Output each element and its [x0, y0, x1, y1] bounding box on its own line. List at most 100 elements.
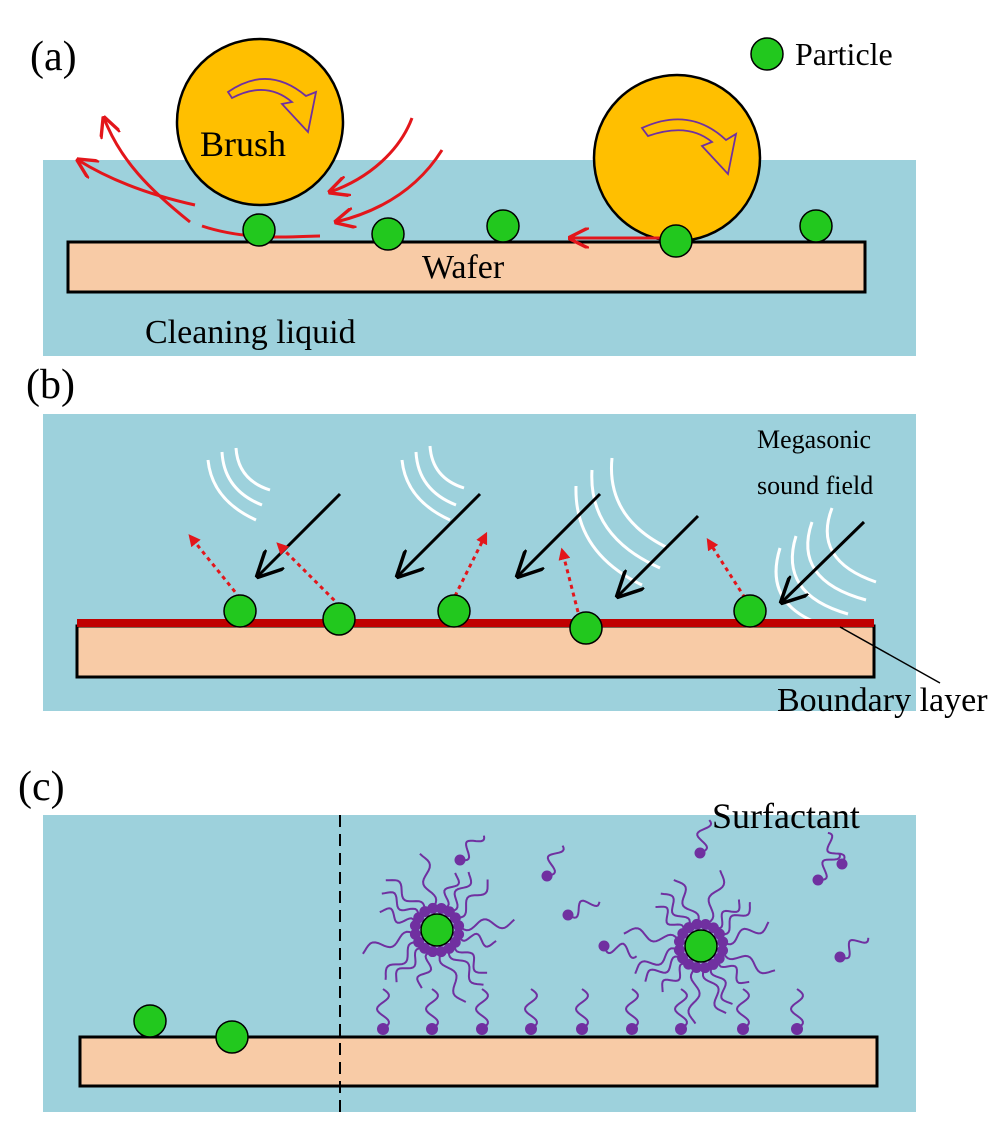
surfactant-tail [375, 988, 390, 1030]
surfactant-tail [458, 918, 515, 932]
surfactant-tail [523, 988, 538, 1030]
surfactant-tail [661, 962, 689, 993]
wafer-label: Wafer [422, 249, 505, 286]
particle [215, 1020, 249, 1054]
panel-c: (c) Surfactant [18, 764, 916, 1112]
sound-wave-icon [206, 447, 271, 522]
surfactant-head [562, 909, 574, 921]
surfactant-head [476, 1023, 488, 1035]
surfactant-tail [818, 853, 841, 881]
sound-direction-arrows [258, 492, 866, 602]
particle [371, 217, 405, 251]
surfactant-tail [702, 967, 727, 1014]
surfactant-head [427, 902, 439, 914]
particle [133, 1004, 167, 1038]
surfactant-head [812, 874, 824, 886]
surfactant-tail [709, 963, 733, 1005]
particle [799, 209, 833, 243]
surfactant-tail [567, 899, 601, 919]
surfactant-tail [826, 831, 846, 865]
wafer-b [75, 624, 876, 679]
surfactant-head [525, 1023, 537, 1035]
wafer-c [78, 1035, 879, 1088]
surfactant-tail [416, 950, 433, 989]
particle [242, 213, 276, 247]
surfactant-head [426, 1023, 438, 1035]
surfactant-tail [696, 819, 713, 854]
surfactant-head [541, 870, 553, 882]
sound-field-label-line1: Megasonic [757, 425, 871, 454]
particle [322, 602, 356, 636]
surfactant-tail [722, 921, 770, 946]
rotation-arrow-icon [226, 78, 318, 134]
particle [659, 224, 693, 258]
surfactant-tail [687, 966, 701, 1025]
surfactant-head [626, 1023, 638, 1035]
panel-a: (a) Particle Wafer Cleaning liquid Brush [30, 34, 916, 356]
panel-b: (b) Megasonic sound field [26, 362, 988, 719]
surfactant-head [834, 951, 846, 963]
brush-label: Brush [200, 124, 286, 164]
surfactant-tail [735, 988, 750, 1030]
surfactant-tail [457, 932, 497, 948]
surfactant-tail [839, 937, 870, 960]
surfactant-tail [717, 958, 750, 985]
surfactant-tail [546, 845, 565, 877]
surfactant-tail [713, 899, 741, 930]
surfactant-tail [673, 879, 700, 925]
surfactant-tail [449, 871, 473, 913]
particle-legend-icon [750, 37, 784, 71]
sound-wave-icon [400, 445, 465, 522]
surfactant-head [675, 1023, 687, 1035]
surfactant-head [435, 946, 447, 958]
surfactant-head [791, 1023, 803, 1035]
particle [223, 594, 257, 628]
surfactant-tail [384, 941, 419, 980]
surfactant-head [699, 962, 711, 974]
particle-legend-label: Particle [795, 36, 893, 72]
surfactant-head [409, 928, 421, 940]
surfactant-tail [634, 947, 680, 974]
surfactant-head [717, 936, 729, 948]
surfactant-head [453, 920, 465, 932]
surfactant-head [576, 1023, 588, 1035]
surfactant-tail [379, 907, 417, 926]
rotation-arrow-icon [640, 118, 738, 176]
surfactant-tail [623, 927, 681, 943]
surfactant-tail [419, 853, 438, 909]
surfactant-tail [459, 835, 486, 862]
surfactant-tail [474, 988, 489, 1030]
surfactant-molecules [362, 819, 870, 1035]
surfactant-tail [381, 891, 420, 918]
surfactant-tail [789, 988, 804, 1030]
particle [684, 929, 718, 963]
surfactant-tail [395, 947, 425, 983]
surfactant-head [377, 1023, 389, 1035]
surfactant-tail [603, 942, 638, 960]
surfactant-head [454, 854, 466, 866]
cleaning-liquid-label: Cleaning liquid [145, 314, 356, 351]
surfactant-tail [447, 948, 484, 986]
boundary-layer-label: Boundary layer [777, 682, 988, 719]
surfactant-tail [454, 942, 488, 974]
surfactant-tail [624, 988, 639, 1030]
surfactant-tail [644, 955, 683, 982]
particle [486, 209, 520, 243]
panel-a-label: (a) [30, 34, 77, 80]
surfactant-tail [385, 879, 426, 912]
brush-1 [175, 37, 345, 207]
particle [569, 611, 603, 645]
surfactant-tail [719, 902, 751, 936]
surfactant-head [694, 847, 706, 859]
surfactant-tail [721, 950, 776, 975]
brush-2 [592, 73, 762, 243]
boundary-layer-leader-line [839, 626, 941, 684]
surfactant-head [836, 858, 848, 870]
particle-detachment-arrows [188, 531, 747, 613]
particle [420, 913, 454, 947]
surfactant-head [717, 945, 729, 957]
wafer-a [66, 240, 867, 294]
surfactant-head [673, 944, 685, 956]
surfactant-tail [673, 988, 688, 1030]
